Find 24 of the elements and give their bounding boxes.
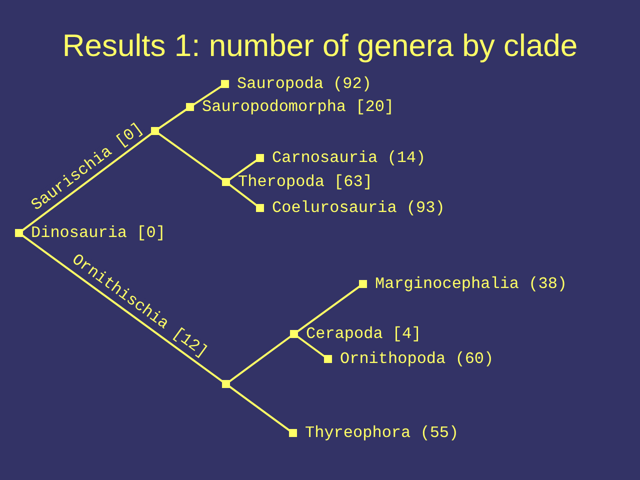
clade-label: Coelurosauria (93) — [272, 199, 445, 217]
clade-label: Marginocephalia (38) — [375, 275, 568, 293]
branch-line — [228, 159, 258, 181]
branch-line — [296, 336, 326, 358]
clade-label: Ornithopoda (60) — [340, 350, 494, 368]
clade-label: Carnosauria (14) — [272, 149, 426, 167]
branch-line — [22, 132, 152, 232]
branch-line — [22, 234, 224, 382]
branch-node-marker — [222, 380, 230, 388]
clade-label: Sauropodomorpha [20] — [202, 98, 394, 116]
branch-line — [228, 184, 258, 206]
branch-line — [158, 132, 224, 180]
branch-line — [228, 386, 290, 432]
chart-title: Results 1: number of genera by clade — [61, 28, 579, 64]
branch-line — [228, 336, 292, 382]
branch-line — [296, 286, 360, 332]
branch-node-marker — [151, 127, 159, 135]
clade-label: Thyreophora (55) — [305, 424, 459, 442]
clade-label: Sauropoda (92) — [237, 75, 372, 93]
clade-label: Theropoda [63] — [238, 173, 372, 191]
clade-label: Cerapoda [4] — [306, 325, 422, 343]
clade-label: Dinosauria [0] — [31, 224, 166, 242]
branch-line — [158, 108, 188, 130]
branch-line — [192, 85, 222, 106]
